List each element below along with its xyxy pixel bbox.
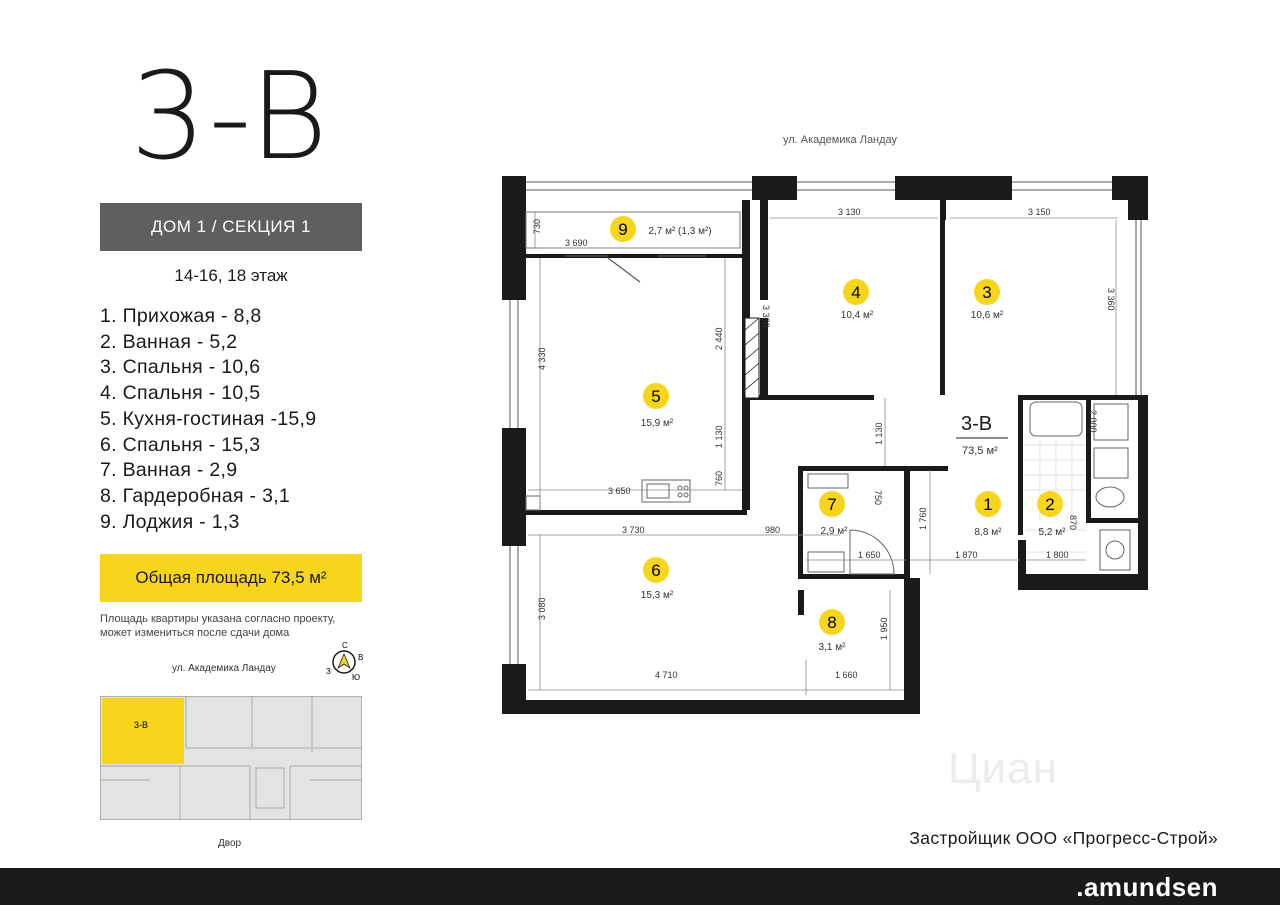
dim-label: 1 950 — [879, 617, 889, 640]
floors-label: 14-16, 18 этаж — [174, 266, 288, 285]
courtyard-label: Двор — [218, 838, 242, 849]
room-marker-8 — [819, 609, 845, 635]
room-area: 15,9 м² — [641, 418, 674, 429]
dim-label: 1 130 — [874, 422, 884, 445]
house-section-bar: ДОМ 1 / СЕКЦИЯ 1 — [100, 203, 362, 251]
room-area: 3,1 м² — [819, 642, 847, 653]
street-label-small: ул. Академика Ландау — [172, 663, 276, 674]
compass-east: В — [358, 653, 363, 662]
room-number: 2 — [1045, 495, 1054, 514]
dim-label: 4 710 — [655, 670, 678, 680]
room-area: 10,4 м² — [841, 310, 874, 321]
dim-label: 980 — [765, 525, 780, 535]
room-list-item: 4. Спальня - 10,5 — [100, 382, 261, 405]
room-marker-2 — [1037, 491, 1063, 517]
dim-label: 3 080 — [537, 597, 547, 620]
dim-label: 1 130 — [714, 425, 724, 448]
room-number: 5 — [651, 387, 660, 406]
room-area: 2,7 м² (1,3 м²) — [648, 226, 711, 237]
room-area: 15,3 м² — [641, 590, 674, 601]
dim-label: 730 — [532, 219, 542, 234]
room-area: 5,2 м² — [1039, 527, 1067, 538]
room-number: 6 — [651, 561, 660, 580]
room-marker-6 — [643, 557, 669, 583]
dim-label: 760 — [714, 471, 724, 486]
room-list-item: 1. Прихожая - 8,8 — [100, 305, 262, 327]
house-section-label: ДОМ 1 / СЕКЦИЯ 1 — [150, 217, 311, 236]
minimap-apartment-label: 3-В — [134, 720, 148, 730]
dim-label: 3 690 — [565, 238, 588, 248]
room-marker-9 — [610, 216, 636, 242]
room-list: 1. Прихожая - 8,8 2. Ванная - 5,2 3. Спа… — [100, 304, 316, 535]
dim-label: 1 800 — [1046, 550, 1069, 560]
room-list-item: 9. Лоджия - 1,3 — [100, 510, 240, 533]
dim-label: 870 — [1068, 515, 1078, 530]
dim-label: 1 650 — [858, 550, 881, 560]
room-number: 4 — [851, 283, 860, 302]
area-disclaimer: Площадь квартиры указана согласно проект… — [100, 613, 336, 639]
room-list-item: 7. Ванная - 2,9 — [100, 459, 238, 482]
total-area-bar: Общая площадь 73,5 м² — [100, 554, 362, 602]
room-area: 8,8 м² — [975, 527, 1003, 538]
dim-label: 1 760 — [918, 507, 928, 530]
watermark-text: Циан — [948, 744, 1058, 793]
room-number: 3 — [982, 283, 991, 302]
street-label-top: ул. Академика Ландау — [782, 134, 898, 146]
room-number: 7 — [827, 495, 836, 514]
room-list-item: 5. Кухня-гостиная -15,9 — [100, 407, 317, 430]
plan-total-area: 73,5 м² — [962, 445, 998, 457]
compass-south: Ю — [352, 673, 360, 682]
floor-minimap: 3-В — [100, 696, 362, 820]
footer-bar — [0, 868, 1280, 905]
room-list-item: 6. Спальня - 15,3 — [100, 433, 261, 456]
room-number: 1 — [983, 495, 992, 514]
brand-logo: .amundsen — [1076, 872, 1218, 902]
apartment-title: 3-B — [130, 48, 330, 187]
room-marker-1 — [975, 491, 1001, 517]
dim-label: 750 — [873, 490, 883, 505]
dim-label: 3 650 — [608, 486, 631, 496]
compass-west: З — [326, 667, 331, 676]
dim-label: 2 440 — [714, 327, 724, 350]
compass-north: С — [342, 641, 348, 650]
dim-label: 1 870 — [955, 550, 978, 560]
compass-icon: С В Ю З — [326, 641, 363, 682]
room-marker-7 — [819, 491, 845, 517]
dim-label: 3 360 — [1106, 288, 1116, 311]
room-marker-4 — [843, 279, 869, 305]
dim-label: 3 130 — [838, 207, 861, 217]
room-list-item: 8. Гардеробная - 3,1 — [100, 484, 291, 507]
room-number: 9 — [618, 220, 627, 239]
dim-label: 3 360 — [761, 305, 771, 328]
dim-label: 3 150 — [1028, 207, 1051, 217]
room-number: 8 — [827, 613, 836, 632]
plan-apartment-code: 3-В — [961, 413, 992, 435]
dim-label: 4 330 — [537, 347, 547, 370]
dim-label: 3 730 — [622, 525, 645, 535]
room-list-item: 2. Ванная - 5,2 — [100, 330, 238, 353]
developer-label: Застройщик ООО «Прогресс-Строй» — [909, 828, 1218, 848]
total-area-label: Общая площадь 73,5 м² — [135, 568, 327, 587]
room-area: 2,9 м² — [821, 526, 849, 537]
dim-label: 2 000 — [1088, 410, 1098, 433]
room-marker-5 — [643, 383, 669, 409]
room-list-item: 3. Спальня - 10,6 — [100, 356, 261, 379]
dim-label: 1 660 — [835, 670, 858, 680]
room-area: 10,6 м² — [971, 310, 1004, 321]
room-marker-3 — [974, 279, 1000, 305]
